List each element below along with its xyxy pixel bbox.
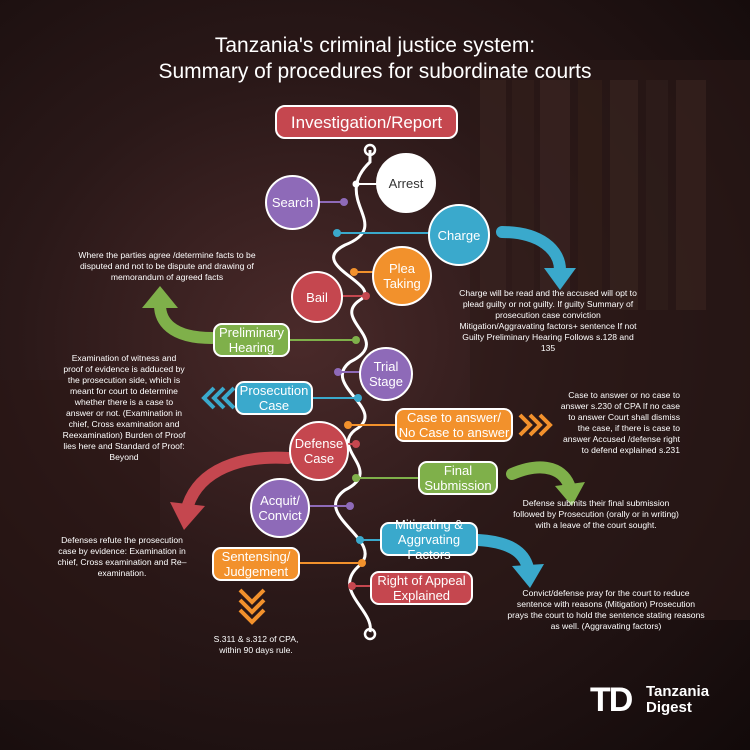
stage-trial[interactable]: Trial Stage (359, 347, 413, 401)
dot-prosecution (354, 394, 362, 402)
process-spine (332, 150, 372, 633)
note-prosecution: Examination of witness and proof of evid… (62, 353, 186, 462)
dot-acquit (346, 502, 354, 510)
note-defense: Defenses refute the prosecution case by … (57, 535, 187, 578)
dot-defense (352, 440, 360, 448)
arrow-prelim-head (142, 286, 178, 308)
arrow-defense-curve (182, 451, 294, 511)
prosecution-line-2: Case (258, 398, 290, 413)
acquit-line-1: Acquit/ (260, 493, 300, 508)
appeal-line-1: Right of Appeal (377, 573, 466, 588)
appeal-line-2: Explained (392, 588, 451, 603)
acquit-line-2: Convict (258, 508, 302, 523)
prelim-line-2: Hearing (228, 340, 275, 355)
title-line-2: Summary of procedures for subordinate co… (158, 60, 592, 83)
dot-trial (334, 368, 342, 376)
case-answer-line-1: Case to answer/ (407, 410, 501, 425)
title-line-1: Tanzania's criminal justice system: (214, 34, 536, 57)
logo-line-2: Digest (646, 699, 692, 716)
mitigating-line-2: Aggrvating Factors (397, 531, 461, 562)
sentencing-line-1: Sentensing/ (221, 549, 291, 564)
stage-preliminary-hearing[interactable]: Preliminary Hearing (213, 323, 290, 357)
arrow-mitigating-head (512, 564, 544, 588)
spine-end-dot (363, 627, 377, 641)
defense-line-1: Defense (294, 436, 344, 451)
arrow-final-curve (506, 461, 576, 494)
stage-defense-case[interactable]: Defense Case (289, 421, 349, 481)
note-case-answer: Case to answer or no case to answer s.23… (560, 390, 680, 455)
dot-case-answer (344, 421, 352, 429)
stage-sentencing-judgement[interactable]: Sentensing/ Judgement (212, 547, 300, 581)
chevrons-prosecution (201, 386, 236, 410)
note-sentencing: S.311 & s.312 of CPA, within 90 days rul… (213, 634, 299, 655)
note-agreed-facts: Where the parties agree /determine facts… (78, 250, 256, 282)
stage-charge[interactable]: Charge (428, 204, 490, 266)
dot-bail (362, 292, 370, 300)
plea-line-2: Taking (383, 276, 421, 291)
spine-start-dot (363, 143, 377, 157)
case-answer-line-2: No Case to answer (398, 425, 510, 440)
dot-mitigating (356, 536, 364, 544)
stage-prosecution-case[interactable]: Prosecution Case (235, 381, 313, 415)
stage-right-of-appeal[interactable]: Right of Appeal Explained (370, 571, 473, 605)
page-title: Tanzania's criminal justice system: Summ… (0, 33, 750, 85)
dot-appeal (348, 582, 356, 590)
dot-sentencing (358, 559, 366, 567)
stage-search[interactable]: Search (265, 175, 320, 230)
stage-acquit-convict[interactable]: Acquit/ Convict (250, 478, 310, 538)
dot-prelim (352, 336, 360, 344)
logo-wordmark: Tanzania Digest (646, 684, 709, 716)
stage-mitigating-factors[interactable]: Mitigating & Aggrvating Factors (380, 517, 478, 562)
stage-final-submission[interactable]: Final Submission (418, 461, 498, 495)
arrow-charge-head (544, 268, 576, 290)
dot-plea (350, 268, 358, 276)
defense-line-2: Case (303, 451, 335, 466)
arrow-prelim-curve (154, 299, 218, 344)
stage-arrest[interactable]: Arrest (376, 153, 436, 213)
arrow-defense-head (170, 502, 205, 530)
dot-final (352, 474, 360, 482)
stage-investigation-report[interactable]: Investigation/Report (275, 105, 458, 139)
logo-mark: TD (590, 681, 633, 719)
sentencing-line-2: Judgement (223, 564, 289, 579)
chevrons-sentencing (238, 588, 266, 625)
mitigating-line-1: Mitigating & (395, 516, 463, 532)
final-line-1: Final (443, 463, 473, 478)
arrow-mitigating-curve (472, 534, 534, 574)
arrow-charge-curve (496, 226, 566, 276)
note-final-submission: Defense submits their final submission f… (513, 498, 679, 530)
note-charge: Charge will be read and the accused will… (459, 288, 637, 353)
prosecution-line-1: Prosecution (239, 383, 309, 398)
final-line-2: Submission (424, 478, 492, 493)
trial-line-1: Trial (373, 359, 399, 374)
stage-bail[interactable]: Bail (291, 271, 343, 323)
stage-plea-taking[interactable]: Plea Taking (372, 246, 432, 306)
dot-charge (333, 229, 341, 237)
prelim-line-1: Preliminary (218, 325, 284, 340)
plea-line-1: Plea (388, 261, 416, 276)
dot-arrest (352, 180, 360, 188)
note-mitigation: Convict/defense pray for the court to re… (507, 588, 705, 631)
logo-line-1: Tanzania (646, 683, 710, 700)
dot-search (340, 198, 348, 206)
arrow-final-head (555, 482, 585, 506)
trial-line-2: Stage (369, 374, 403, 389)
stage-case-to-answer[interactable]: Case to answer/ No Case to answer (395, 408, 513, 442)
chevrons-case-answer (518, 413, 553, 437)
